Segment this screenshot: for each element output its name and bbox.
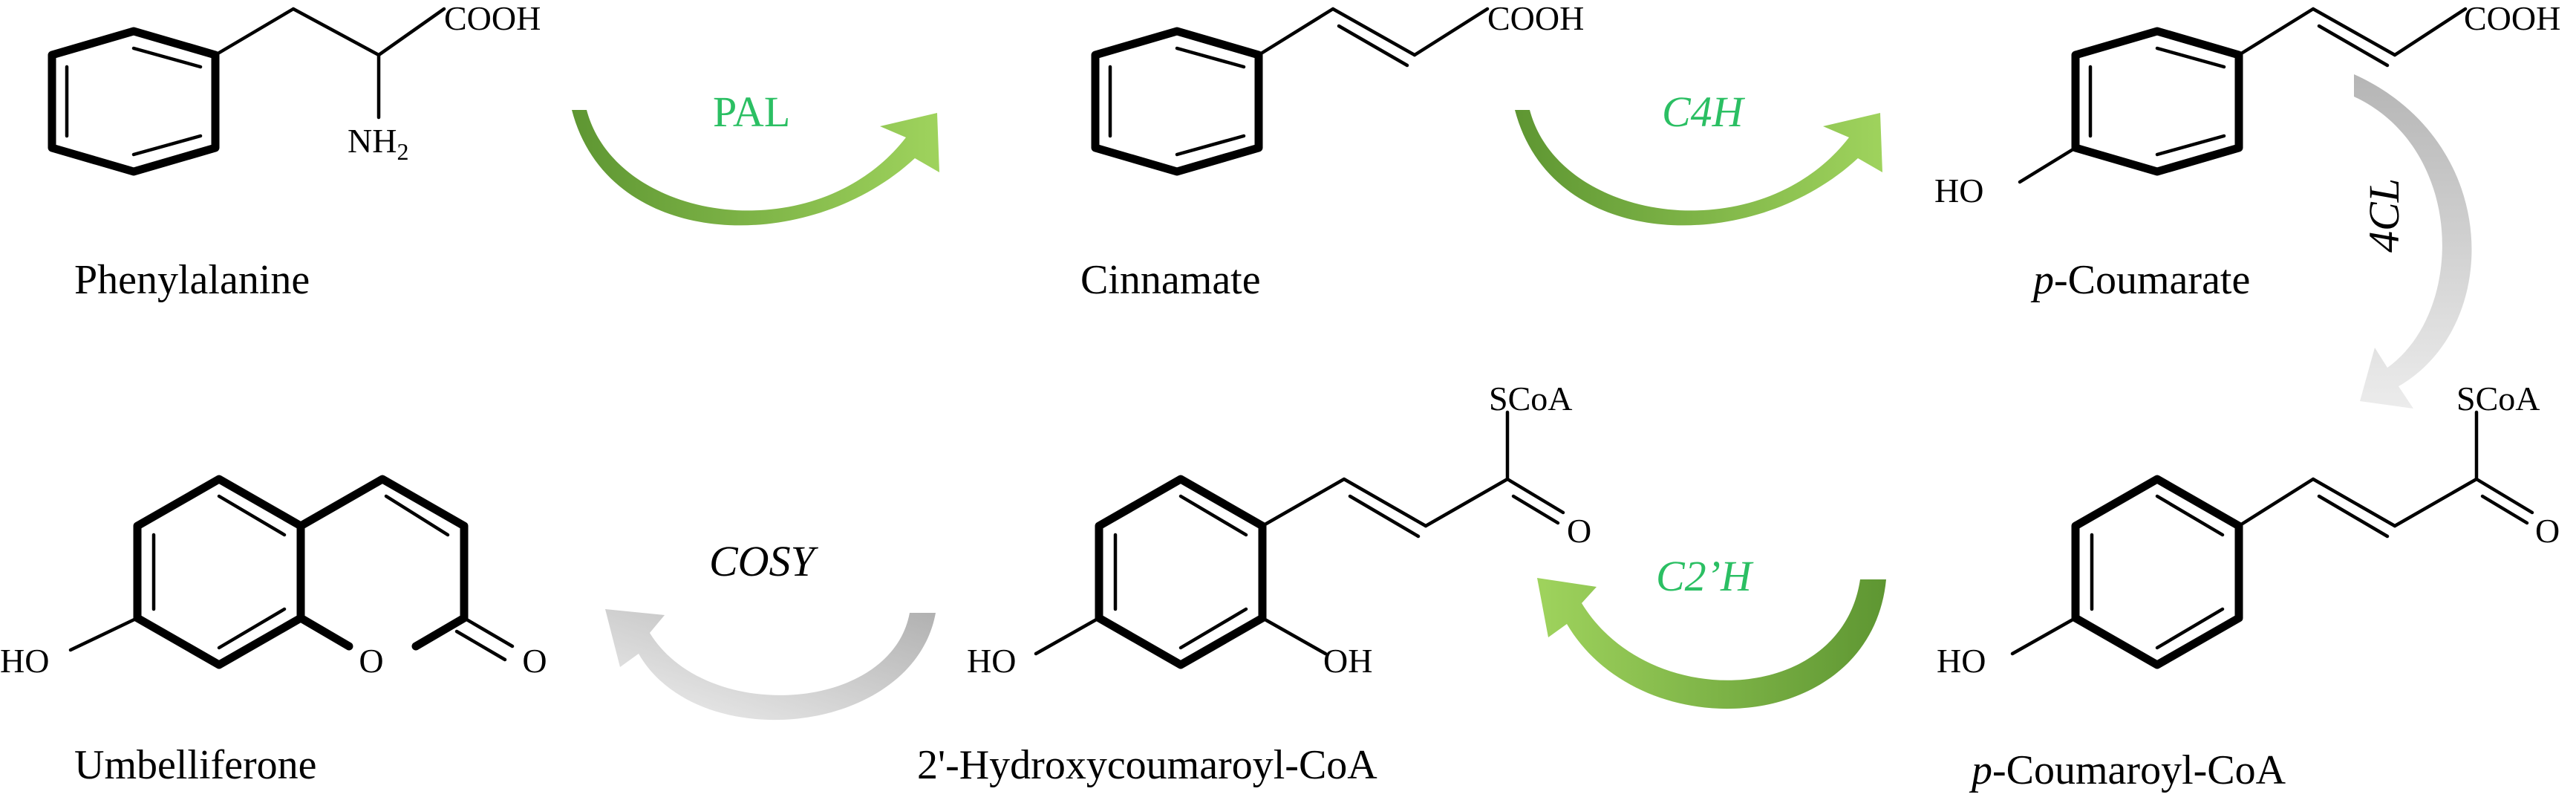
c2h-arrow bbox=[1537, 578, 1886, 709]
4cl-label: 4CL bbox=[2360, 178, 2408, 253]
p-coumarate-structure: COOH HO bbox=[1934, 0, 2560, 209]
phenylalanine-structure: COOH NH2 bbox=[48, 0, 541, 176]
cinnamate-name: Cinnamate bbox=[1080, 257, 1261, 303]
ho-label: HO bbox=[1934, 172, 1983, 209]
4cl-arrow bbox=[2354, 74, 2472, 409]
cosy-arrow bbox=[605, 609, 936, 721]
ho-label: HO bbox=[0, 642, 49, 680]
ho-label: HO bbox=[967, 642, 1016, 680]
carbonyl-oxygen-label: O bbox=[1567, 512, 1591, 550]
c2h-label: C2’H bbox=[1656, 552, 1754, 600]
p-coumaroyl-coa-name: p-Coumaroyl-CoA bbox=[1969, 747, 2286, 793]
cinnamate-structure: COOH bbox=[1091, 0, 1584, 176]
oh-label: OH bbox=[1323, 642, 1372, 680]
cosy-label: COSY bbox=[709, 537, 819, 585]
carbonyl-oxygen-label: O bbox=[2535, 512, 2560, 550]
ring-oxygen-label: O bbox=[359, 642, 383, 680]
c4h-arrow bbox=[1515, 110, 1882, 226]
pal-arrow bbox=[572, 110, 939, 226]
scoa-label: SCoA bbox=[2456, 380, 2540, 417]
p-coumaroyl-coa-structure: SCoA O HO bbox=[1937, 380, 2560, 680]
phenylalanine-name: Phenylalanine bbox=[74, 257, 310, 303]
carbonyl-oxygen-label: O bbox=[522, 642, 547, 680]
nh2-label: NH2 bbox=[348, 122, 408, 165]
ho-label: HO bbox=[1937, 642, 1986, 680]
c4h-label: C4H bbox=[1662, 88, 1746, 136]
hydroxycoumaroyl-coa-structure: SCoA O HO OH bbox=[967, 380, 1591, 680]
pal-label: PAL bbox=[713, 88, 790, 136]
scoa-label: SCoA bbox=[1489, 380, 1572, 417]
umbelliferone-structure: O O HO bbox=[0, 475, 547, 680]
hydroxycoumaroyl-coa-name: 2'-Hydroxycoumaroyl-CoA bbox=[917, 742, 1377, 788]
umbelliferone-name: Umbelliferone bbox=[74, 742, 317, 788]
p-coumarate-name: p-Coumarate bbox=[2030, 257, 2250, 303]
cooh-label: COOH bbox=[1487, 0, 1584, 37]
cooh-label: COOH bbox=[2464, 0, 2560, 37]
cooh-label: COOH bbox=[444, 0, 541, 37]
